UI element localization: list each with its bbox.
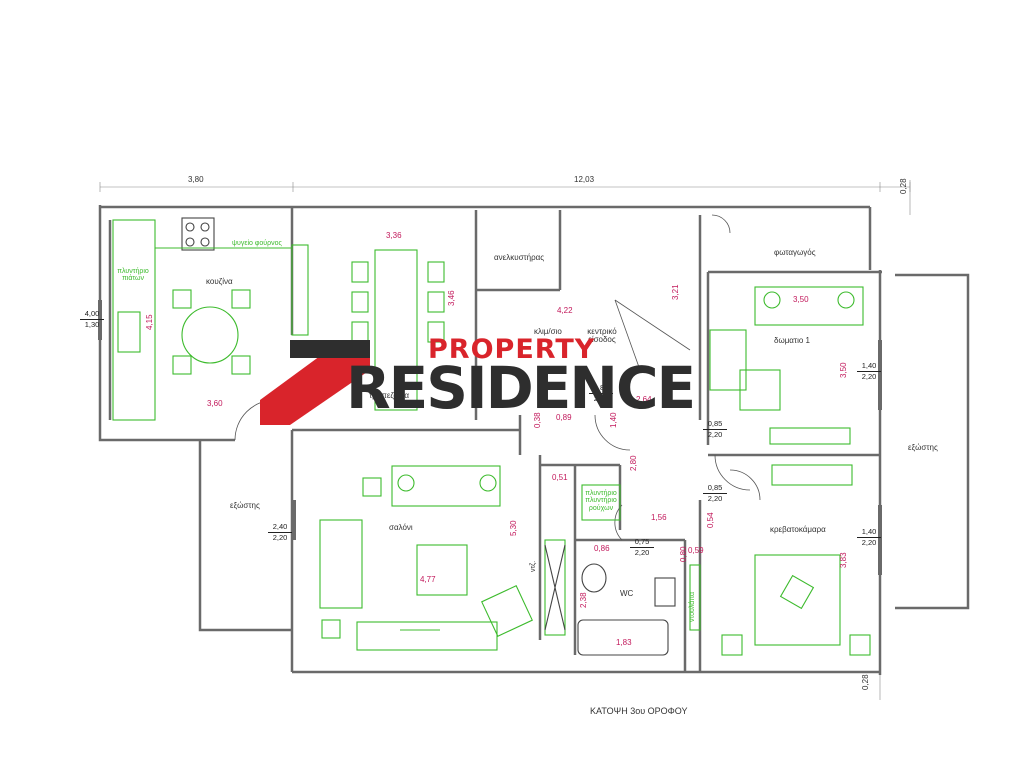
dim-d11: 0,89 <box>556 413 572 422</box>
dim-top-right: 0,28 <box>899 178 908 194</box>
dim-d4: 0,51 <box>552 473 568 482</box>
dim-d1: 2,64 <box>636 395 652 404</box>
dim-wc-h: 2,38 <box>579 592 588 608</box>
dim-d10: 0,80 <box>679 546 688 562</box>
dim-hall-h: 3,21 <box>671 284 680 300</box>
dim-top-left: 3,80 <box>188 175 204 184</box>
room-1: δωματιο 1 <box>774 336 810 345</box>
dim-wc-w: 1,83 <box>616 638 632 647</box>
dim-dining-w: 3,36 <box>386 231 402 240</box>
dim-kitchen-h: 4,15 <box>145 314 154 330</box>
room-living: σαλόνι <box>389 523 413 532</box>
label-closet-wc: ντουλάπα <box>689 591 696 622</box>
dim-room1-h: 3,50 <box>839 362 848 378</box>
label-closet-living: ντζ. <box>530 560 537 572</box>
house-roof-icon <box>260 340 370 425</box>
room-hall: κλιμ/σιο <box>534 327 562 336</box>
dim-living-h: 5,30 <box>509 520 518 536</box>
room-entrance: κεντρικό είσοδος <box>587 327 617 344</box>
dim-hall-w: 4,22 <box>557 306 573 315</box>
room-kitchen: κουζίνα <box>206 277 233 286</box>
dimension-lines <box>99 180 911 700</box>
window-sills <box>98 300 882 575</box>
label-laundry: πλυντήριο πλυντήριο ρούχων <box>585 490 617 512</box>
brand-logo: PROPERTY RESIDENCE <box>260 330 800 430</box>
dim-bed-h: 3,83 <box>839 552 848 568</box>
dim-d3: 1,56 <box>651 513 667 522</box>
room-balcony-left: εξώστης <box>230 501 260 510</box>
room-lightwell: φωταγωγός <box>774 248 816 257</box>
dim-living-w: 4,77 <box>420 575 436 584</box>
label-dishwasher: πλυντήριο πιάτων <box>117 268 149 283</box>
dim-room1-w: 3,50 <box>793 295 809 304</box>
building-walls <box>98 205 970 675</box>
room-bedroom: κρεβατοκάμαρα <box>770 525 826 534</box>
room-elevator: ανελκυστήρας <box>494 253 545 262</box>
room-wc: WC <box>620 589 634 598</box>
furniture <box>112 217 871 656</box>
dim-d5: 0,86 <box>594 544 610 553</box>
dim-kitchen-w: 3,60 <box>207 399 223 408</box>
logo-line-1: PROPERTY <box>428 334 596 365</box>
dim-d6: 0,59 <box>688 546 704 555</box>
dim-d9: 0,54 <box>706 512 715 528</box>
logo-line-2: RESIDENCE <box>346 354 696 422</box>
dim-d2: 2,80 <box>629 455 638 471</box>
label-fridge-oven: ψυγείο φούρνος <box>232 240 282 247</box>
room-dining: τραπεζαρία <box>369 391 409 400</box>
dim-top-total: 12,03 <box>574 175 595 184</box>
plan-title: ΚΑΤΟΨΗ 3ου ΟΡΟΦΟΥ <box>590 706 688 716</box>
dim-bottom-right: 0,28 <box>861 674 870 690</box>
room-balcony-right: εξώστης <box>908 443 938 452</box>
dim-dining-h: 3,46 <box>447 290 456 306</box>
